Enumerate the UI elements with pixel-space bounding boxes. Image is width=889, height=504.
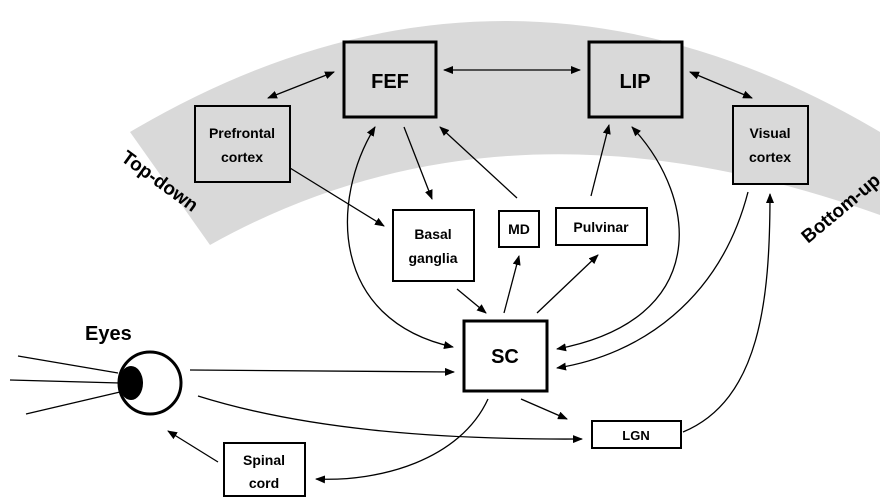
edge-eyes-lgn [197, 395, 583, 444]
edge-sc-fef [346, 126, 454, 349]
prefrontal-label-line1: Prefrontal [209, 125, 275, 141]
pulvinar-label: Pulvinar [573, 219, 629, 235]
edge-sc-lip [556, 126, 680, 352]
fef-label: FEF [371, 71, 409, 93]
pulvinar-node: Pulvinar [555, 207, 648, 246]
spinal-label-line1: Spinal [243, 452, 285, 468]
edge-prefrontal-fef [267, 71, 335, 99]
edge-lip-visual [689, 71, 753, 99]
lgn-node: LGN [591, 420, 682, 449]
prefrontal-cortex-node: Prefrontal cortex [194, 105, 291, 183]
eye-icon [9, 350, 183, 416]
spinal-cord-node: Spinal cord [223, 442, 306, 497]
edge-eyes-sc [189, 367, 455, 376]
prefrontal-label-line2: cortex [221, 149, 263, 165]
edge-basal-sc [456, 288, 487, 314]
lip-node: LIP [587, 40, 684, 119]
sc-node: SC [462, 319, 549, 393]
spinal-label-line2: cord [249, 475, 279, 491]
lgn-label: LGN [622, 428, 649, 443]
edge-sc-md [503, 255, 521, 314]
edge-sc-pulvinar [536, 254, 599, 314]
edge-lgn-visual [682, 193, 774, 433]
visual-label-line1: Visual [750, 125, 791, 141]
md-label: MD [508, 221, 530, 237]
edge-visual-sc [556, 191, 749, 371]
lip-label: LIP [619, 71, 650, 93]
basal-ganglia-node: Basal ganglia [392, 209, 475, 282]
visual-cortex-node: Visual cortex [732, 105, 809, 185]
visual-label-line2: cortex [749, 149, 791, 165]
connections [167, 66, 774, 484]
edge-sc-spinal [315, 398, 489, 484]
edge-spinal-eyes [167, 430, 219, 463]
basal-label-line1: Basal [414, 226, 451, 242]
md-node: MD [498, 210, 540, 248]
edge-sc-lgn [520, 398, 568, 420]
sc-label: SC [491, 346, 519, 368]
fef-node: FEF [342, 40, 438, 119]
eyes-label: Eyes [85, 323, 132, 345]
basal-label-line2: ganglia [408, 250, 457, 266]
